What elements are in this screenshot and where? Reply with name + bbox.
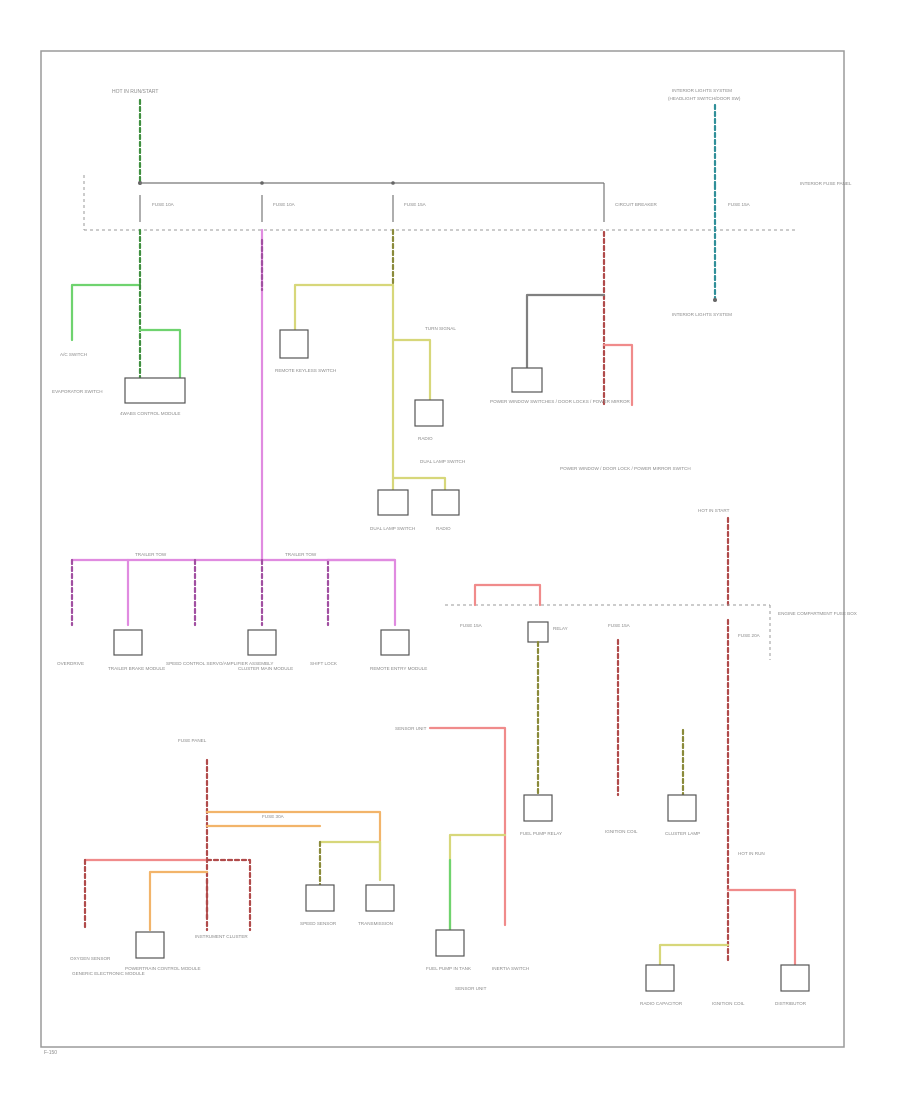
fuel-pump-label: FUEL PUMP IN TANK <box>426 966 472 971</box>
cluster-main-box <box>247 629 277 656</box>
power-window-detail-label: POWER WINDOW / DOOR LOCK / POWER MIRROR … <box>560 466 691 471</box>
fuse-2-label: FUSE 10A <box>273 202 296 207</box>
fuse-4-label: FUSE 15A <box>728 202 751 207</box>
interior-light-bottom-dot <box>713 298 717 302</box>
instrument-cluster-label: INSTRUMENT CLUSTER <box>195 934 248 939</box>
ignition-coil2-label: IGNITION COIL <box>712 1001 745 1006</box>
green-wire-loop <box>138 328 182 380</box>
radio-capacitor-box <box>645 964 675 992</box>
pink-bus-label: TRAILER TOW <box>135 552 167 557</box>
footer-tag: F-150 <box>44 1050 57 1056</box>
yellow-wire-radio2 <box>391 476 447 492</box>
4wabs-module-box <box>124 377 186 404</box>
trailer-brake-box <box>113 629 143 656</box>
fuse-b-label: FUSE 15A <box>608 623 631 628</box>
cluster-main-label: CLUSTER MAIN MODULE <box>238 666 293 671</box>
relay-label: RELAY <box>553 626 568 631</box>
dual-lamp-switch-label: DUAL LAMP SWITCH <box>370 526 415 531</box>
diagram-frame <box>40 50 845 1048</box>
dual-lamp-switch-box <box>377 489 409 516</box>
fuel-pump-box <box>435 929 465 957</box>
pink-bus-label-2: TRAILER TOW <box>285 552 317 557</box>
hot-in-start-label: HOT IN START <box>698 508 730 513</box>
orange-bus-label: FUSE 30A <box>262 814 285 819</box>
dual-lamp-switch-label-top: DUAL LAMP SWITCH <box>420 459 465 464</box>
interior-light-label: INTERIOR LIGHTS SYSTEM <box>672 88 732 93</box>
relay-box <box>527 621 549 643</box>
right-red-branch <box>726 888 797 967</box>
engine-red-loop <box>473 583 542 607</box>
cb-red-wire <box>602 343 634 407</box>
engine-fuse-box-label: ENGINE COMPARTMENT FUSE BOX <box>778 611 857 616</box>
speed-sensor-label: SPEED SENSOR <box>300 921 337 926</box>
bus-dot <box>260 181 264 185</box>
cluster-lamp-label: CLUSTER LAMP <box>665 831 700 836</box>
transmission-box <box>365 884 395 912</box>
lower-yellow <box>318 840 382 882</box>
power-window-box <box>511 367 543 393</box>
lower-orange-drop <box>148 870 209 932</box>
green-wire-left <box>70 283 142 342</box>
pcm-box <box>135 931 165 959</box>
yellow-wire-right <box>391 338 432 402</box>
radio2-label: RADIO <box>436 526 451 531</box>
inertia-label: INERTIA SWITCH <box>492 966 529 971</box>
fuse-panel2-label: FUSE PANEL <box>178 738 207 743</box>
power-window-label: POWER WINDOW SWITCHES / DOOR LOCKS / POW… <box>490 399 631 404</box>
interior-light-bottom-label: INTERIOR LIGHTS SYSTEM <box>672 312 732 317</box>
interior-light-label-2: (HEADLIGHT SWITCH/DOOR SW) <box>668 96 741 101</box>
sensor-unit2-label: SENSOR UNIT <box>455 986 487 991</box>
remote-entry-box <box>380 629 410 656</box>
fuse-panel-label: INTERIOR FUSE PANEL <box>800 181 852 186</box>
cluster-lamp-box <box>667 794 697 822</box>
remote-keyless-box <box>279 329 309 359</box>
yellow-wire-left <box>293 283 395 332</box>
4wabs-module-label: 4WABS CONTROL MODULE <box>120 411 180 416</box>
fuse-c-label: FUSE 20A <box>738 633 761 638</box>
hot-in-run-label: HOT IN RUN/START <box>112 89 158 95</box>
fuse-1-label: FUSE 10A <box>152 202 175 207</box>
oxygen-sensor-label: OXYGEN SENSOR <box>70 956 111 961</box>
fuel-relay-box <box>523 794 553 822</box>
radio-label: RADIO <box>418 436 433 441</box>
remote-keyless-label: REMOTE KEYLESS SWITCH <box>275 368 336 373</box>
transmission-label: TRANSMISSION <box>358 921 393 926</box>
radio-box <box>414 399 444 427</box>
overdrive-label: OVERDRIVE <box>57 661 84 666</box>
fuse-3-label: FUSE 15A <box>404 202 427 207</box>
distributor-label: DISTRIBUTOR <box>775 1001 807 1006</box>
right-yellow-branch <box>658 943 730 967</box>
fuel-relay-label: FUEL PUMP RELAY <box>520 831 562 836</box>
bus-dot <box>391 181 395 185</box>
gem-label: GENERIC ELECTRONIC MODULE <box>72 971 145 976</box>
radio2-box <box>431 489 460 516</box>
ignition-coil-label: IGNITION COIL <box>605 829 638 834</box>
fuse-a-label: FUSE 15A <box>460 623 483 628</box>
pink-drop-6 <box>326 558 397 627</box>
sensor-unit-label: SENSOR UNIT <box>395 726 427 731</box>
ac-evap-label: EVAPORATOR SWITCH <box>52 389 103 394</box>
speed-control-label: SPEED CONTROL SERVO/AMPLIFIER ASSEMBLY <box>166 661 273 666</box>
hot-in-run2-label: HOT IN RUN <box>738 851 765 856</box>
sensor-red-wire <box>428 726 507 927</box>
circuit-breaker-label: CIRCUIT BREAKER <box>615 202 657 207</box>
radio-capacitor-label: RADIO CAPACITOR <box>640 1001 683 1006</box>
trailer-brake-label: TRAILER BRAKE MODULE <box>108 666 165 671</box>
turn-signal-label: TURN SIGNAL <box>425 326 456 331</box>
remote-entry-label: REMOTE ENTRY MODULE <box>370 666 427 671</box>
lower-red-drop-4 <box>205 858 252 932</box>
pcm-label: POWERTRAIN CONTROL MODULE <box>125 966 201 971</box>
cb-gray-wire <box>525 293 606 370</box>
shift-lock-label: SHIFT LOCK <box>310 661 338 666</box>
sensor-yellow-wire <box>448 833 507 932</box>
distributor-box <box>780 964 810 992</box>
speed-sensor-box <box>305 884 335 912</box>
a-c-switch-label: A/C SWITCH <box>60 352 87 357</box>
